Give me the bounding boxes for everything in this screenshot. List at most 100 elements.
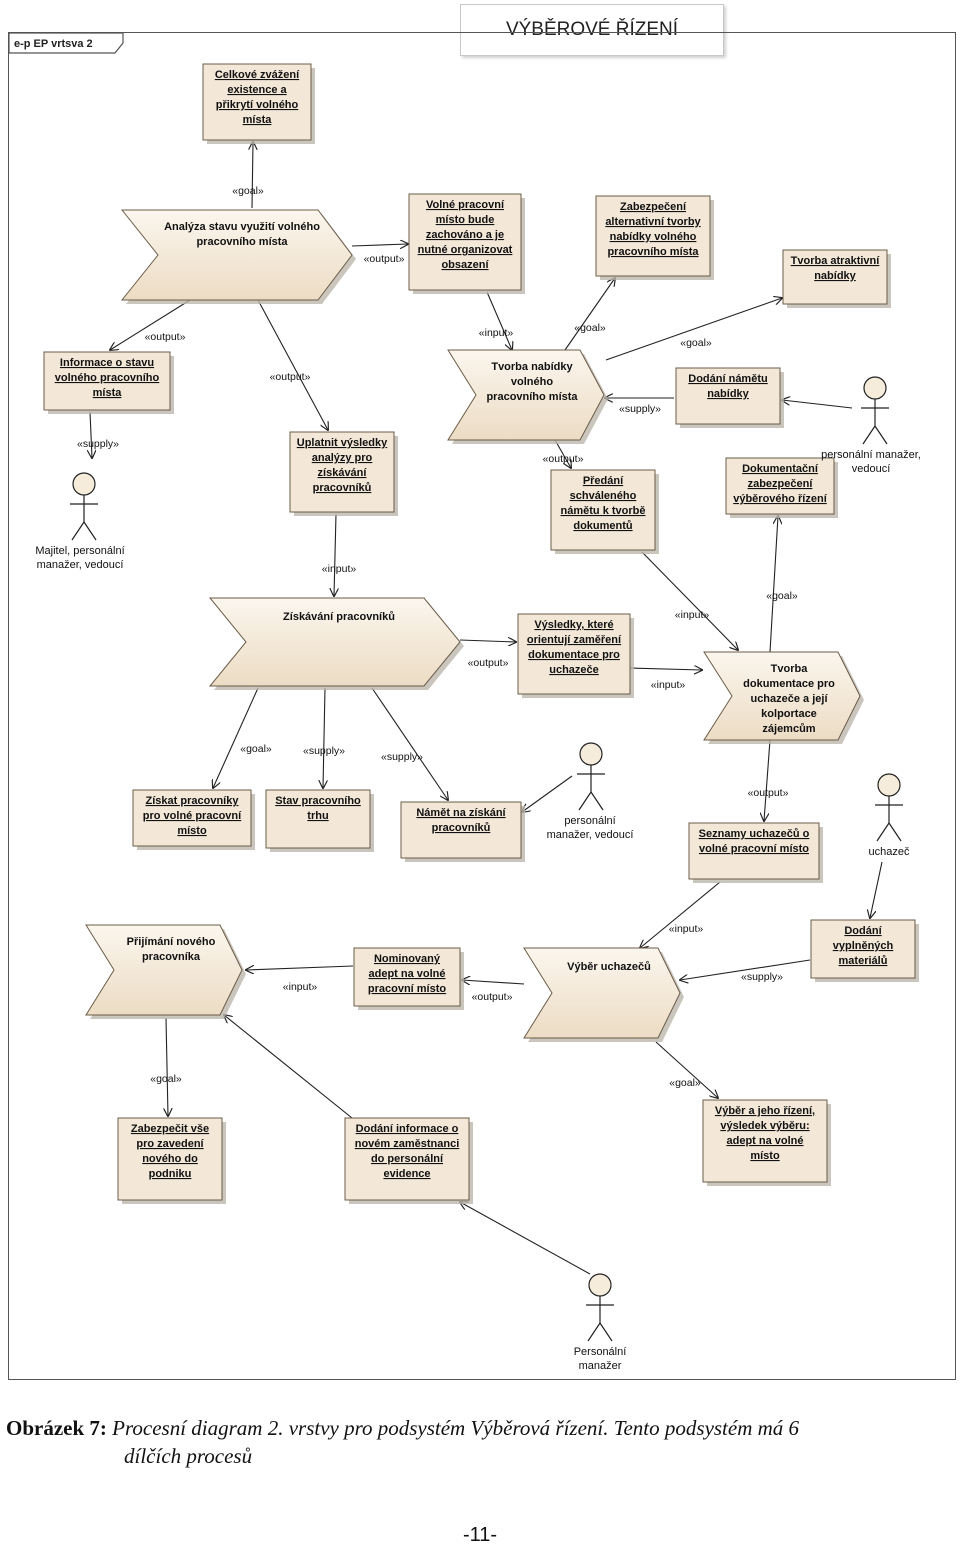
- object-o2-text: nutné organizovat: [418, 244, 513, 256]
- relation-r19-label: «output»: [748, 787, 789, 799]
- process-p4-text: dokumentace pro: [743, 678, 835, 690]
- object-o3-text: alternativní tvorby: [605, 216, 701, 228]
- object-o19-text: výsledek výběru:: [720, 1120, 809, 1132]
- relation-r24-line: [655, 1041, 718, 1098]
- actor-a3-label: manažer, vedoucí: [547, 829, 634, 841]
- object-o3-text: nabídky volného: [610, 231, 697, 243]
- process-shape: [120, 209, 353, 301]
- actor-head: [579, 742, 603, 766]
- relation-r5-label: «supply»: [77, 438, 119, 450]
- object-o19[interactable]: Výběr a jeho řízení,výsledek výběru:adep…: [702, 1099, 831, 1186]
- object-o4-text: Tvorba atraktivní: [791, 255, 881, 267]
- object-o17-text: Zabezpečit vše: [131, 1123, 209, 1135]
- relation-r2-line: [351, 244, 408, 246]
- actor-a1[interactable]: personální manažer,vedoucí: [821, 376, 921, 475]
- object-o17-text: podniku: [149, 1168, 192, 1180]
- diagram-frame: [8, 32, 956, 1380]
- object-o19-text: adept na volné: [726, 1135, 803, 1147]
- relation-r4-line: [257, 299, 328, 430]
- actor-leg-left: [587, 1322, 601, 1342]
- object-o2-text: Volné pracovní: [426, 199, 505, 211]
- frame-tab-label: e-p EP vrtsva 2: [14, 38, 93, 50]
- object-o16-text: pracovní místo: [368, 983, 447, 995]
- actor-a4-label: uchazeč: [869, 846, 910, 858]
- object-o15-text: materiálů: [839, 955, 888, 967]
- object-shape: [289, 431, 395, 513]
- relation-r22-line: [462, 980, 525, 984]
- object-o6-text: Dodání námětu: [688, 373, 767, 385]
- relation-r10-label: «output»: [543, 453, 584, 465]
- relation-r20-label: «input»: [669, 923, 704, 935]
- relation-r10-line: [554, 439, 571, 468]
- process-shape: [85, 924, 243, 1016]
- process-p1[interactable]: Analýza stavu využití volnéhopracovního …: [120, 209, 356, 304]
- actor-a5-label: Personální: [574, 1346, 627, 1358]
- relation-r18-line: [371, 687, 448, 800]
- object-o16[interactable]: Nominovaný adept na volné pracovní místo: [353, 947, 464, 1010]
- object-shape: [400, 801, 522, 859]
- process-shape: [447, 349, 605, 441]
- object-o5-text: volného pracovního: [55, 372, 160, 384]
- object-o16-text: Nominovaný: [374, 953, 441, 965]
- object-shape: [725, 457, 835, 515]
- object-o16-text: adept na volné: [368, 968, 445, 980]
- actor-leg-right: [888, 822, 902, 842]
- relation-r5-line: [90, 411, 92, 458]
- actor-leg-right: [874, 425, 888, 445]
- object-shape: [702, 1099, 828, 1183]
- process-p3-text: Získávání pracovníků: [283, 611, 395, 623]
- header-title: VÝBĚROVÉ ŘÍZENÍ: [505, 19, 679, 40]
- actor-leg-right: [599, 1322, 613, 1342]
- object-o7-text: pracovníků: [313, 482, 372, 494]
- object-o1-text: přikrytí volného: [216, 99, 299, 111]
- object-shape: [550, 469, 656, 551]
- process-p6-text: pracovníka: [142, 951, 201, 963]
- process-p4-text: zájemcům: [762, 723, 815, 735]
- relation-r17-label: «supply»: [303, 745, 345, 757]
- object-o18-text: evidence: [383, 1168, 430, 1180]
- process-p4-text: kolportace: [761, 708, 817, 720]
- page-header: VÝBĚROVÉ ŘÍZENÍ: [460, 4, 724, 56]
- process-p5[interactable]: Výběr uchazečů: [523, 947, 684, 1042]
- actor-a2-label: manažer, vedoucí: [37, 559, 124, 571]
- process-p4-text: uchazeče a její: [750, 693, 828, 705]
- object-o1-text: místa: [243, 114, 273, 126]
- actor-head: [72, 472, 96, 496]
- actor-a1-label: personální manažer,: [821, 449, 921, 461]
- actor-leg-right: [590, 791, 604, 811]
- object-shape: [517, 613, 631, 695]
- object-shape: [810, 919, 916, 979]
- relation-r15-line: [769, 516, 778, 653]
- actor-a4[interactable]: uchazeč: [869, 773, 910, 858]
- object-o19-text: místo: [750, 1150, 780, 1162]
- process-p3[interactable]: Získávání pracovníků: [208, 597, 464, 690]
- object-shape: [202, 63, 312, 141]
- process-p1-text: pracovního místa: [196, 236, 288, 248]
- actor-leg-left: [578, 791, 592, 811]
- object-o9-text: zabezpečení: [748, 478, 814, 490]
- object-o10-text: Výsledky, které: [534, 619, 613, 631]
